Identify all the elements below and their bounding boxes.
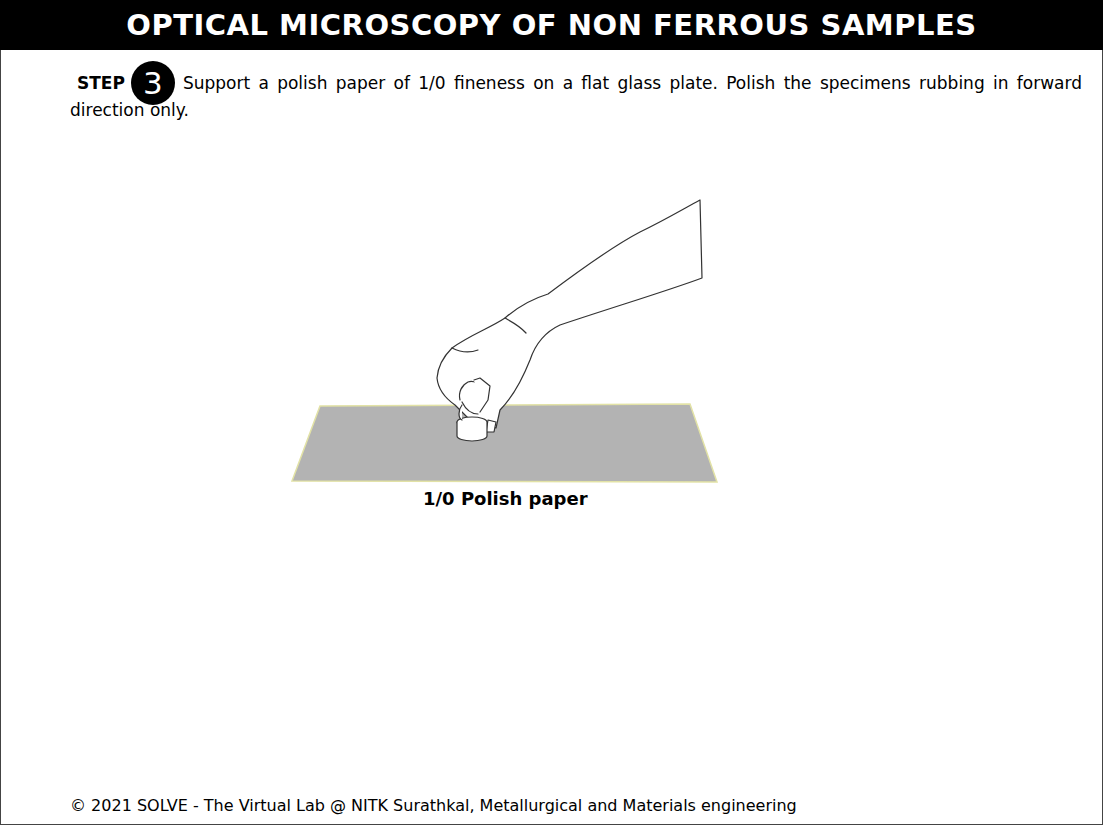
step-number-circle: 3: [131, 61, 175, 105]
copyright-footer: © 2021 SOLVE - The Virtual Lab @ NITK Su…: [70, 796, 797, 815]
paper-label: 1/0 Polish paper: [423, 488, 588, 509]
step-label: STEP: [77, 73, 125, 93]
step-instruction: Support a polish paper of 1/0 fineness o…: [70, 73, 1082, 120]
step-paragraph: STEP3Support a polish paper of 1/0 finen…: [70, 70, 1082, 123]
step-number: 3: [143, 65, 163, 101]
page-title: OPTICAL MICROSCOPY OF NON FERROUS SAMPLE…: [0, 0, 1103, 50]
